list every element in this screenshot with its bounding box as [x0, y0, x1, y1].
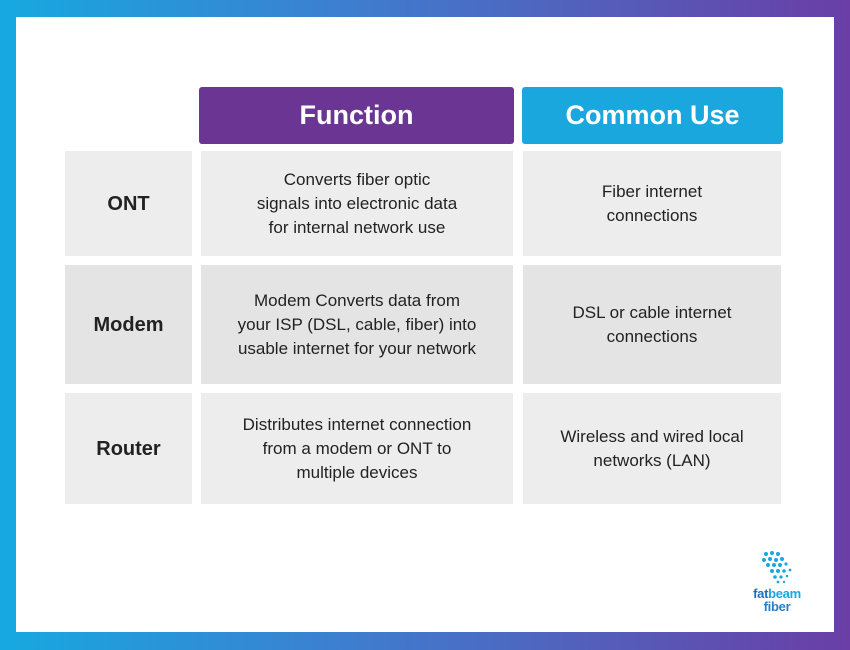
logo-fiber: fiber [763, 599, 791, 614]
common-use-header: Common Use [522, 87, 783, 144]
router-use-cell: Wireless and wired local networks (LAN) [523, 393, 781, 504]
function-header: Function [199, 87, 514, 144]
row-label-router: Router [65, 393, 192, 504]
ont-use-cell: Fiber internet connections [523, 151, 781, 256]
logo-fat: fat [753, 586, 769, 601]
fatbeam-fiber-logo: fatbeam fiber [742, 550, 812, 614]
ont-function-cell: Converts fiber optic signals into electr… [201, 151, 513, 256]
modem-function-cell: Modem Converts data from your ISP (DSL, … [201, 265, 513, 384]
row-label-ont: ONT [65, 151, 192, 256]
comparison-card: Function Common Use ONT Converts fiber o… [16, 17, 834, 632]
logo-wordmark: fatbeam [742, 587, 812, 600]
beam-dots-icon [762, 551, 792, 584]
router-function-cell: Distributes internet connection from a m… [201, 393, 513, 504]
modem-use-cell: DSL or cable internet connections [523, 265, 781, 384]
logo-beam: beam [768, 586, 801, 601]
row-label-modem: Modem [65, 265, 192, 384]
